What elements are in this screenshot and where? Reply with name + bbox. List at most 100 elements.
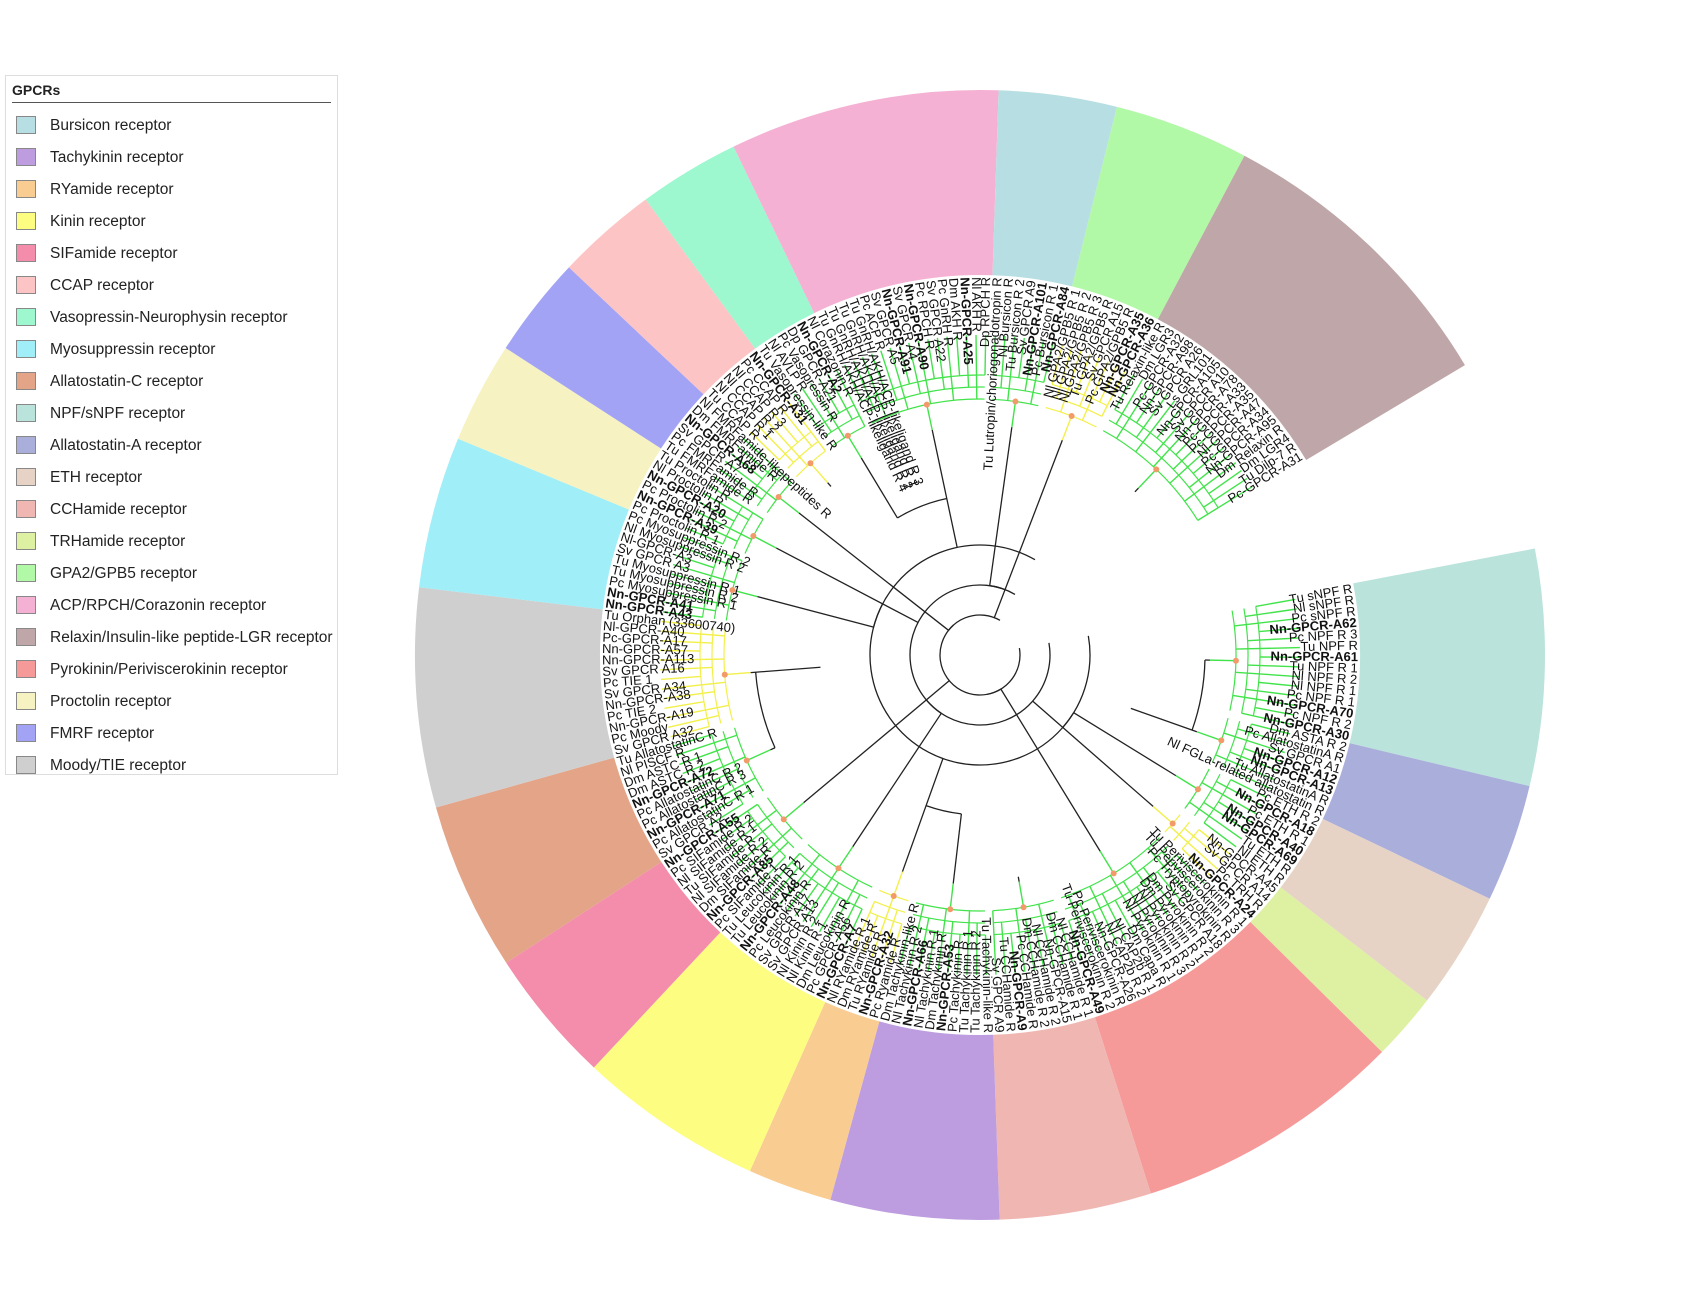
tree-branch: [672, 563, 735, 584]
tree-branch: [1079, 903, 1101, 953]
tree-branch: [682, 536, 743, 562]
tree-branch: [861, 374, 985, 402]
tree-branch: [1122, 881, 1152, 926]
tree-branch: [732, 589, 758, 598]
tree-branch: [852, 360, 875, 410]
tree-branch: [1101, 369, 1127, 417]
tree-branch: [1091, 911, 1110, 949]
leaf-label: Nn-GPCR-A62: [1269, 615, 1357, 637]
backbone-branch: [757, 596, 874, 628]
backbone-branch: [931, 429, 958, 548]
tree-branch: [725, 809, 777, 850]
tree-branch: [660, 658, 725, 661]
tree-branch: [694, 781, 731, 801]
node-marker: [807, 460, 814, 467]
tree-branch: [908, 342, 922, 394]
tree-branch: [909, 925, 986, 936]
tree-branch: [756, 804, 795, 849]
legend-label: SIFamide receptor: [50, 245, 178, 262]
legend-label: Myosuppressin receptor: [50, 341, 216, 358]
tree-branch: [912, 913, 986, 924]
legend-label: CCAP receptor: [50, 277, 154, 294]
node-marker: [1194, 786, 1201, 793]
tree-branch: [1258, 681, 1299, 687]
legend-label: Tachykinin receptor: [50, 149, 184, 166]
tree-branch: [809, 462, 829, 484]
tree-branch: [1241, 608, 1249, 714]
tree-branch: [1189, 801, 1243, 840]
tree-branch: [678, 545, 729, 565]
backbone-branch: [993, 439, 1063, 618]
tree-branch: [1114, 899, 1136, 936]
tree-branch: [870, 353, 886, 392]
leaf-labels: Tu sNPF RNl sNPF RPc sNPF RNn-GPCR-A62Pc…: [602, 277, 1358, 1033]
legend-swatch: [16, 756, 36, 774]
tree-branch: [701, 551, 721, 618]
tree-branch: [1223, 732, 1285, 754]
tree-branch: [1235, 671, 1300, 678]
legend-swatch: [16, 564, 36, 582]
tree-branch: [703, 790, 750, 818]
tree-branch: [779, 854, 821, 905]
node-marker: [1169, 820, 1176, 827]
tree-branch: [665, 592, 730, 606]
tree-branch: [750, 841, 789, 879]
leaf-label: Nn-GPCR-A113: [602, 651, 694, 667]
tree-branch: [826, 373, 853, 420]
tree-branch: [1135, 394, 1168, 438]
tree-branch: [1109, 874, 1144, 931]
node-marker: [750, 532, 757, 539]
tree-branch: [786, 868, 820, 911]
tree-branch: [666, 704, 730, 719]
backbone-branch: [1017, 876, 1020, 882]
leaf-label: Tu Tachykinin R 1: [956, 930, 975, 1033]
tree-branch: [1051, 383, 1108, 407]
tree-branch: [1215, 754, 1275, 781]
tree-branch: [698, 777, 756, 810]
tree-branch: [827, 879, 859, 937]
clade-sector: [505, 267, 704, 449]
tree-branch: [818, 896, 841, 933]
tree-branch: [889, 923, 903, 963]
tree-branch: [667, 582, 708, 593]
tree-branch: [746, 749, 771, 762]
tree-branch: [908, 904, 925, 968]
tree-branch: [1251, 723, 1291, 735]
leaf-label: Nn-GPCR-A25: [957, 277, 976, 365]
tree-branch: [956, 934, 961, 975]
tree-branch: [1010, 933, 1016, 974]
tree-branch: [1203, 822, 1237, 848]
leaf-label: Nl NPF R 2: [1291, 668, 1358, 687]
tree-branch: [1188, 454, 1231, 489]
tree-branch: [1152, 419, 1198, 468]
tree-branch: [686, 756, 746, 784]
legend-swatch: [16, 596, 36, 614]
tree-branch: [946, 336, 955, 401]
tree-branch: [724, 671, 751, 676]
tree-branch: [787, 440, 819, 469]
tree-branch: [1215, 780, 1263, 807]
node-marker: [835, 865, 842, 872]
tree-branch: [660, 640, 713, 644]
legend-swatch: [16, 660, 36, 678]
backbone-branch: [1191, 659, 1206, 731]
legend-swatch: [16, 692, 36, 710]
tree-branch: [662, 611, 703, 618]
tree-branch: [736, 445, 778, 481]
tree-branch: [837, 846, 854, 869]
backbone-branch: [989, 427, 1013, 586]
tree-branch: [1024, 339, 1035, 391]
tree-branch: [810, 383, 846, 439]
tree-branch: [1247, 664, 1300, 668]
tree-branch: [1245, 688, 1298, 697]
clade-sector: [415, 587, 615, 808]
legend-label: ETH receptor: [50, 469, 143, 486]
tree-branch: [1232, 694, 1297, 707]
tree-branch: [1142, 867, 1176, 910]
tree-branch: [844, 364, 863, 402]
tree-branch: [1203, 801, 1248, 832]
tree-branch: [880, 909, 899, 960]
tree-branch: [1051, 345, 1063, 385]
tree-branch: [660, 675, 701, 681]
tree-branch: [689, 518, 738, 542]
